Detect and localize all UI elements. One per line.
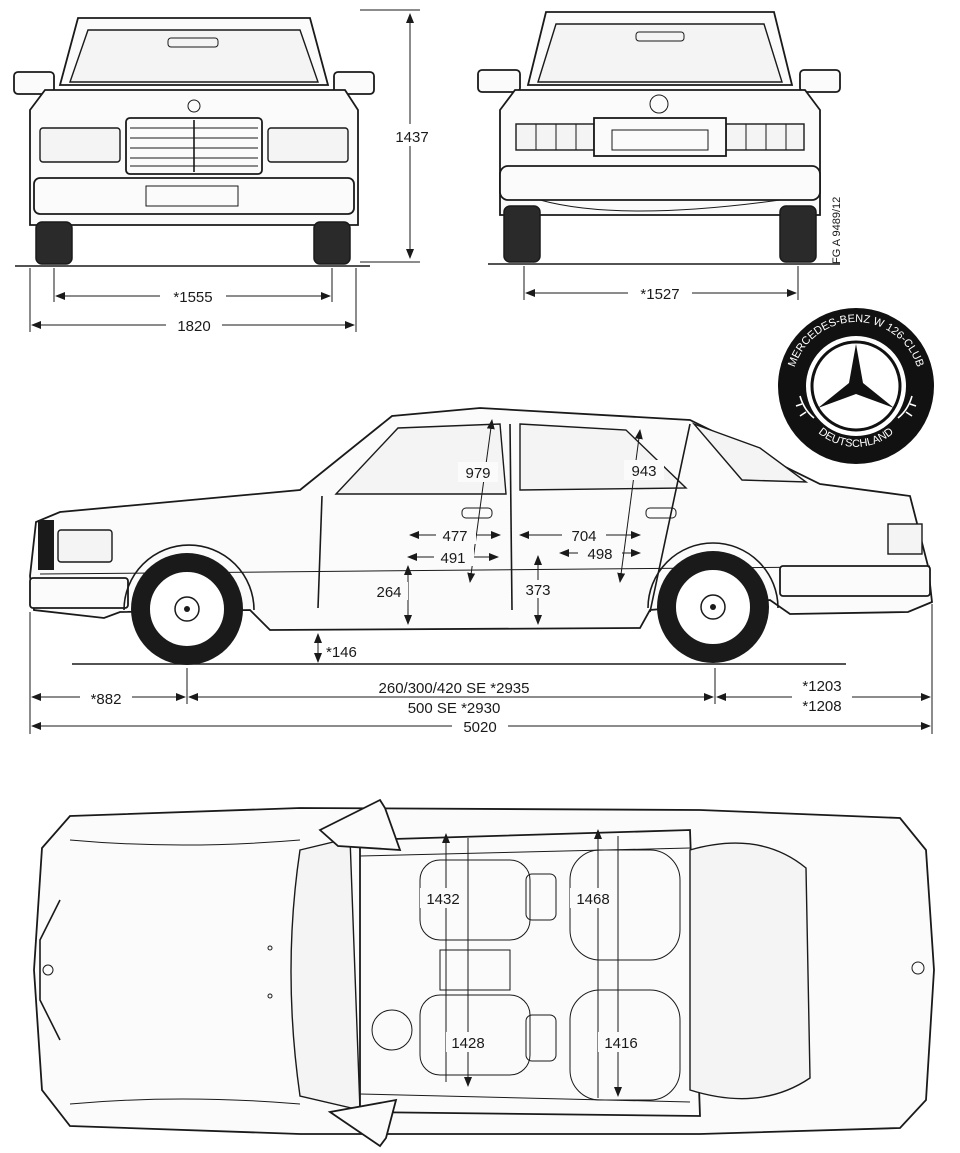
wheelbase-label-1: 260/300/420 SE *2935 [379,680,530,697]
grille-slats [130,120,258,172]
rear-legroom-b-label: 498 [587,546,612,563]
rear-hip-width-label: 1416 [604,1035,637,1052]
front-left-tyre-icon [35,221,73,265]
wheelbase-label-2: 500 SE *2930 [408,700,501,717]
front-track-label: *1555 [173,289,212,306]
ground-clearance-label: *146 [326,644,357,661]
rear-track-label: *1527 [640,286,679,303]
rear-overhang-label-1: *1203 [802,678,841,695]
rear-seat-height-label: 373 [525,582,550,599]
front-seat-height-label: 264 [376,584,401,601]
front-height-label: 1437 [395,129,428,146]
top-view: 1432 1428 1468 1416 [33,798,935,1148]
rear-view: FG A 9489/12 *1527 [477,11,843,303]
steering-wheel-icon [371,1009,413,1051]
right-taillamp-icon [725,123,805,151]
front-wheel-icon [131,553,243,665]
rear-star-emblem-icon [649,94,669,114]
right-laurel-icon [897,395,917,419]
left-headlamp-icon [39,127,121,163]
top-star-emblem-icon [42,964,54,976]
rear-wheel-icon [657,551,769,663]
drawing-reference: FG A 9489/12 [831,197,843,264]
rear-right-tyre-icon [779,205,817,263]
three-pointed-star-icon [818,344,894,408]
club-badge: MERCEDES-BENZ W 126-CLUB DEUTSCHLAND [778,308,934,464]
left-laurel-icon [795,395,815,419]
trunk-star-emblem-icon [911,961,925,975]
front-view: 1437 *1555 1820 [13,9,438,335]
front-legroom-b-label: 491 [440,550,465,567]
rear-shoulder-width-label: 1468 [576,891,609,908]
front-headroom-label: 979 [465,465,490,482]
rear-overhang-label-2: *1208 [802,698,841,715]
left-taillamp-icon [515,123,595,151]
front-width-label: 1820 [177,318,210,335]
center-console-icon [439,949,511,991]
rear-window-icon [689,842,811,1100]
front-hip-width-label: 1428 [451,1035,484,1052]
overall-length-label: 5020 [463,719,496,736]
rear-left-tyre-icon [503,205,541,263]
front-overhang-label: *882 [91,691,122,708]
windscreen-icon [290,837,361,1111]
rear-headroom-label: 943 [631,463,656,480]
front-legroom-a-label: 477 [442,528,467,545]
front-right-tyre-icon [313,221,351,265]
star-emblem-icon [187,99,201,113]
right-headlamp-icon [267,127,349,163]
taillamp-grid [535,124,787,150]
side-view: 979 943 477 491 704 498 264 373 *146 [29,407,933,736]
front-shoulder-width-label: 1432 [426,891,459,908]
rear-legroom-a-label: 704 [571,528,596,545]
